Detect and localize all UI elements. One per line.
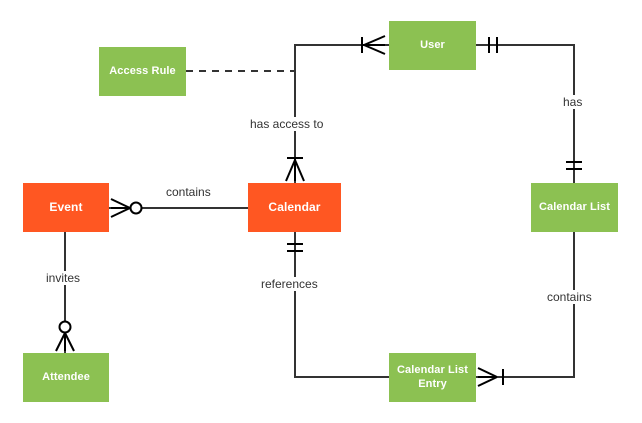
relationship-label-references: references bbox=[258, 277, 321, 291]
relationship-label-has-access-to: has access to bbox=[247, 117, 327, 131]
cardinality-exactly-one-calendar-list-top bbox=[566, 161, 582, 170]
entity-access-rule-label: Access Rule bbox=[109, 64, 176, 77]
entity-attendee-label: Attendee bbox=[42, 370, 90, 383]
entity-calendar-list-label: Calendar List bbox=[539, 200, 610, 213]
entity-access-rule[interactable]: Access Rule bbox=[99, 47, 186, 96]
entity-event[interactable]: Event bbox=[23, 183, 109, 232]
cardinality-exactly-one-calendar-bottom bbox=[287, 243, 303, 252]
relationship-label-invites: invites bbox=[43, 271, 84, 285]
relationship-label-has: has bbox=[560, 95, 586, 109]
relationship-label-contains-bottom: contains bbox=[544, 290, 595, 304]
entity-calendar-list-entry[interactable]: Calendar List Entry bbox=[389, 353, 476, 402]
entity-calendar[interactable]: Calendar bbox=[248, 183, 341, 232]
connector-references bbox=[294, 232, 389, 378]
cardinality-one-or-many-list-entry bbox=[477, 367, 504, 387]
cardinality-one-or-many-user bbox=[361, 35, 386, 55]
connector-has-access-to bbox=[294, 44, 389, 183]
entity-calendar-list[interactable]: Calendar List bbox=[531, 183, 618, 232]
cardinality-zero-or-many-event bbox=[110, 198, 143, 218]
entity-calendar-list-entry-label: Calendar List Entry bbox=[397, 363, 468, 390]
cardinality-one-or-many-calendar-top bbox=[285, 157, 305, 182]
entity-user[interactable]: User bbox=[389, 21, 476, 70]
entity-attendee[interactable]: Attendee bbox=[23, 353, 109, 402]
cardinality-zero-or-many-attendee bbox=[55, 320, 75, 352]
entity-user-label: User bbox=[420, 38, 445, 51]
connector-has bbox=[476, 44, 575, 183]
cardinality-exactly-one-user-right bbox=[488, 37, 498, 53]
entity-calendar-label: Calendar bbox=[268, 200, 321, 214]
relationship-label-contains-top: contains bbox=[163, 185, 214, 199]
entity-event-label: Event bbox=[49, 200, 83, 214]
connector-contains-list-entry bbox=[476, 232, 575, 378]
